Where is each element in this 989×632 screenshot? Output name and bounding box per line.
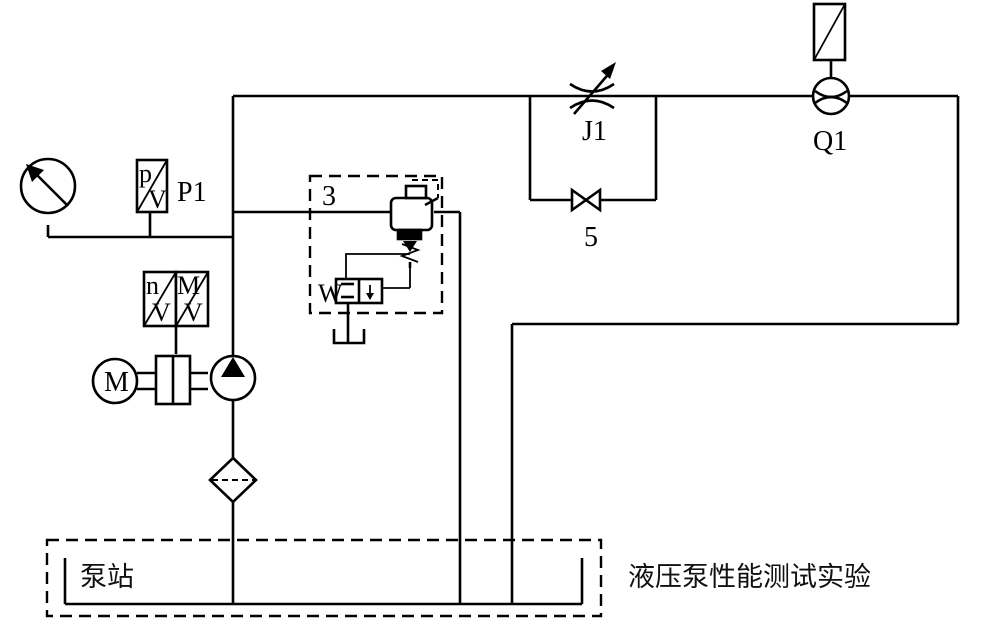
electric-motor: M <box>91 357 139 405</box>
speed-symbol: n <box>146 271 159 300</box>
flowmeter-icon <box>811 2 851 116</box>
pump-station-label: 泵站 <box>80 562 134 593</box>
pressure-sensor: p V <box>135 158 169 237</box>
relief-valve-assembly: 3 W <box>308 174 444 345</box>
relief-valve-number: 3 <box>322 181 336 212</box>
stop-valve-icon <box>570 187 602 213</box>
throttle-valve-icon <box>569 62 616 115</box>
svg-text:V: V <box>152 298 171 327</box>
svg-text:W: W <box>318 279 343 308</box>
experiment-title: 液压泵性能测试实验 <box>628 562 871 593</box>
speed-torque-sensor: n M V V <box>142 270 210 354</box>
hydraulic-pump-icon <box>209 354 257 402</box>
flowmeter-label: Q1 <box>813 126 847 157</box>
motor-label: M <box>104 367 129 398</box>
pump-station-boundary <box>45 538 603 618</box>
pressure-sensor-label: P1 <box>177 177 207 208</box>
throttle-valve-label: J1 <box>582 116 607 147</box>
filter-icon <box>208 456 258 504</box>
pressure-sensor-symbol: p <box>139 159 152 188</box>
svg-text:V: V <box>184 298 203 327</box>
stop-valve-label: 5 <box>584 222 598 253</box>
bypass-loop <box>528 96 658 202</box>
torque-symbol: M <box>177 271 200 300</box>
svg-text:V: V <box>148 185 167 214</box>
hydraulic-lines <box>46 94 960 606</box>
shaft-coupling <box>137 354 208 406</box>
pressure-gauge-icon <box>19 157 77 215</box>
